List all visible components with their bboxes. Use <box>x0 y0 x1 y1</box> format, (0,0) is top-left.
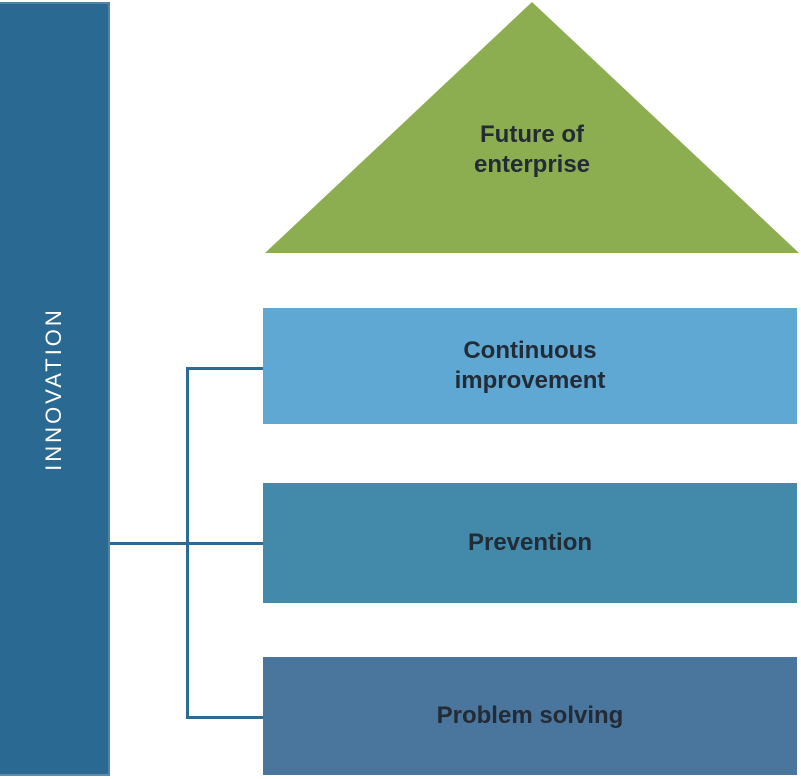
pyramid-level-problem-solving: Problem solving <box>263 657 797 775</box>
level-label-prevention: Prevention <box>467 529 593 556</box>
level-label-problem-solving: Problem solving <box>436 702 624 729</box>
pyramid-apex-label-wrap: Future of enterprise <box>265 120 799 180</box>
pyramid-apex-label: Future of enterprise <box>473 121 591 178</box>
connector-bottom-stub-line <box>186 716 263 719</box>
connector-vertical-line <box>186 367 189 719</box>
level-label-continuous-improvement: Continuous improvement <box>454 337 606 394</box>
connector-top-stub-line <box>186 367 263 370</box>
innovation-sidebar-label: INNOVATION <box>41 307 67 471</box>
pyramid-level-prevention: Prevention <box>263 483 797 603</box>
innovation-sidebar-bar: INNOVATION <box>0 2 110 776</box>
pyramid-level-continuous-improvement: Continuous improvement <box>263 308 797 424</box>
